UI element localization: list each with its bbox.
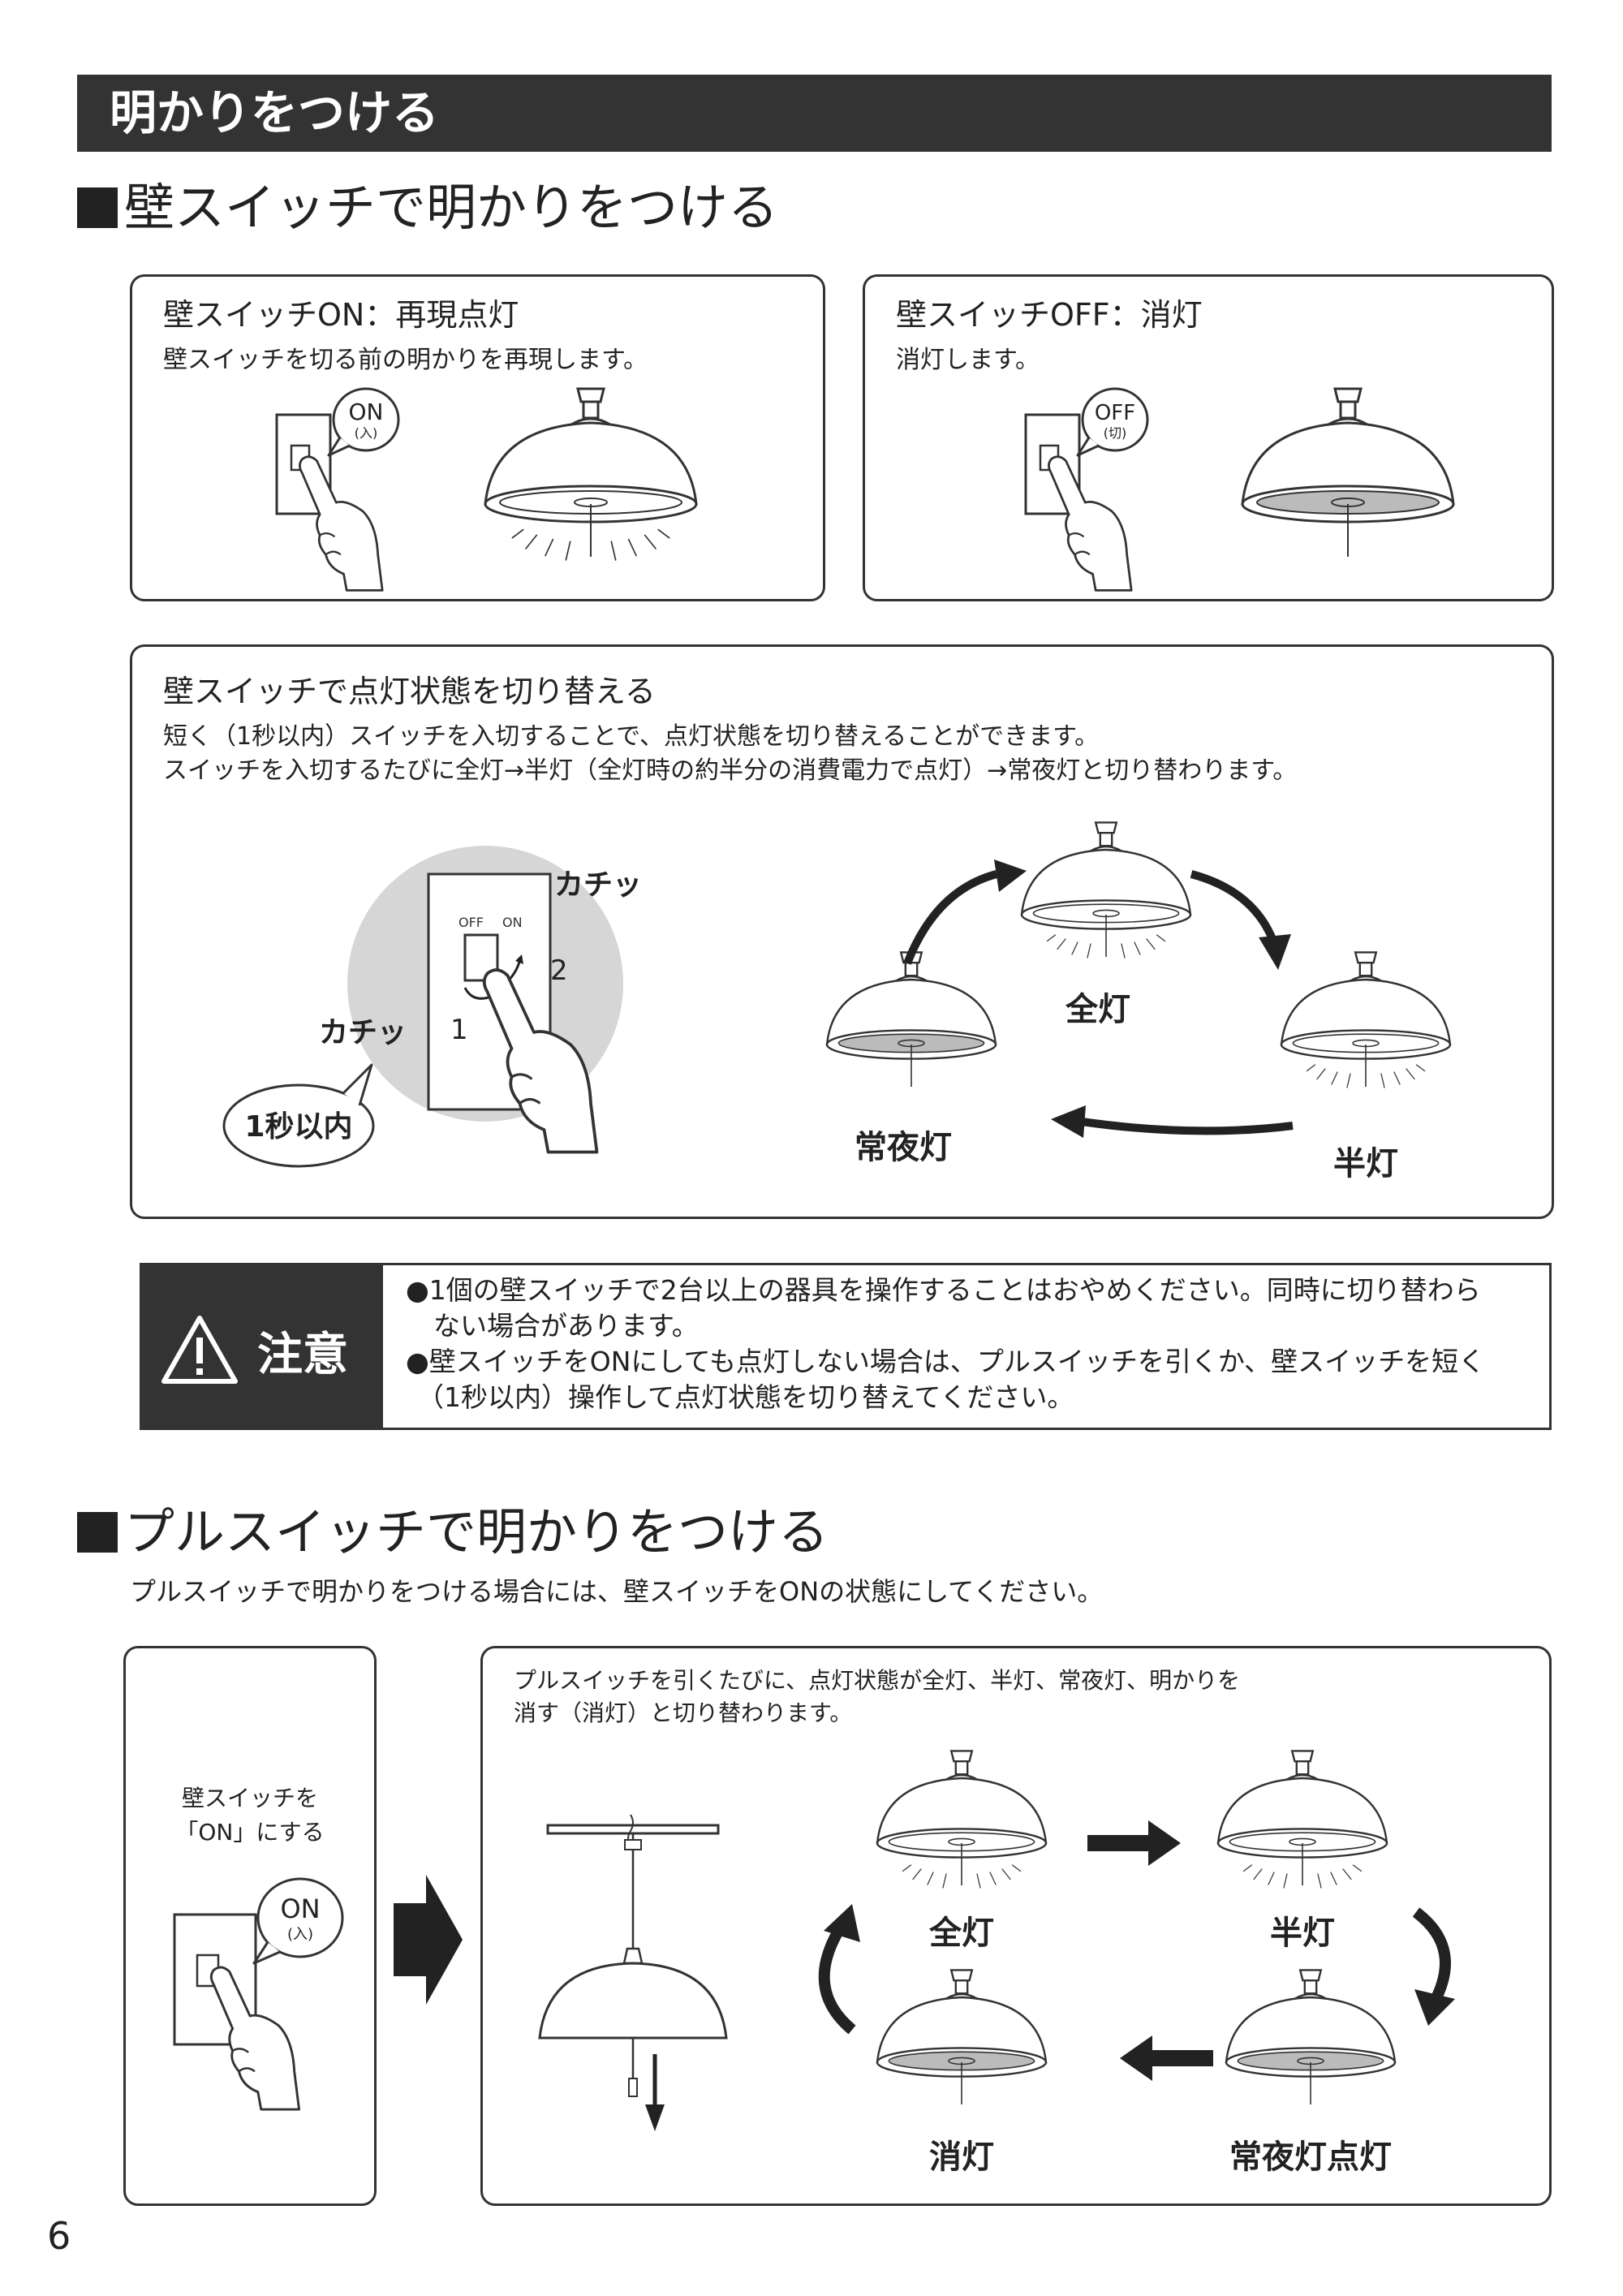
lamp-full	[1020, 821, 1192, 958]
mode-full-label: 全灯	[1065, 991, 1130, 1028]
pull-left-box: 壁スイッチを 「ON」にする ON (入)	[123, 1646, 377, 2206]
warning-triangle-icon	[161, 1316, 238, 1384]
mode-night-label: 常夜灯	[855, 1129, 952, 1166]
pull-switch-intro: プルスイッチで明かりをつける場合には、壁スイッチをONの状態にしてください。	[130, 1576, 1104, 1607]
off-bubble-main: OFF	[1095, 401, 1135, 425]
lamp-night	[825, 951, 997, 1088]
arrow-full-to-half	[1087, 1820, 1181, 1866]
arrow-night-to-full	[903, 870, 998, 965]
section-pull-switch-heading: プルスイッチで明かりをつける	[77, 1500, 829, 1565]
toggle-box-desc2: スイッチを入切するたびに全灯→半灯（全灯時の約半分の消費電力で点灯）→常夜灯と切…	[163, 756, 1298, 785]
switch-off-label: OFF	[458, 915, 484, 930]
caution-text: ●1個の壁スイッチで2台以上の器具を操作することはおやめください。同時に切り替わ…	[406, 1273, 1542, 1415]
on-bubble-main: ON	[349, 398, 384, 425]
time-bubble-label: 1秒以内	[244, 1110, 352, 1144]
lamp-full-icon	[876, 1750, 1048, 1887]
caution-line2: ない場合があります。	[433, 1310, 699, 1342]
lamp-night-icon	[825, 951, 997, 1088]
wall-switch-off-box: 壁スイッチOFF：消灯 消灯します。 OFF (切)	[863, 274, 1554, 601]
wall-switch-toggle-box: 壁スイッチで点灯状態を切り替える 短く（1秒以内）スイッチを入切することで、点灯…	[130, 644, 1554, 1219]
ceiling-lamp-icon	[484, 387, 698, 558]
on-box-title: 壁スイッチON：再現点灯	[163, 297, 519, 333]
wall-switch-off-illustration: OFF (切)	[1024, 387, 1149, 592]
pull-left-line1: 壁スイッチを	[181, 1785, 318, 1811]
page-banner: 明かりをつける	[77, 75, 1552, 152]
pull-mode-full-label: 全灯	[928, 1915, 994, 1952]
big-right-arrow-icon	[394, 1875, 463, 2005]
lamp-half	[1280, 951, 1452, 1088]
caution-line3: ●壁スイッチをONにしても点灯しない場合は、プルスイッチを引くか、壁スイッチを短…	[406, 1346, 1486, 1377]
step-2-label: 2	[550, 954, 568, 987]
ceiling-lamp-off-icon	[1241, 387, 1455, 558]
wall-switch-on-illustration: ON (入)	[275, 387, 400, 592]
pull-down-arrow-icon	[645, 2104, 665, 2131]
step-1-label: 1	[450, 1014, 468, 1046]
lamp-full-icon	[1020, 821, 1192, 958]
pull-cycle-diagram: 全灯 半灯 消灯 常夜灯点灯	[818, 1750, 1455, 2176]
mode-half-label: 半灯	[1333, 1145, 1398, 1182]
time-speech-bubble	[222, 1083, 375, 1168]
on-box-desc: 壁スイッチを切る前の明かりを再現します。	[163, 346, 648, 374]
pressing-hand-icon	[1048, 455, 1133, 592]
caution-line1: ●1個の壁スイッチで2台以上の器具を操作することはおやめください。同時に切り替わ…	[406, 1274, 1481, 1306]
toggle-box-desc1: 短く（1秒以内）スイッチを入切することで、点灯状態を切り替えることができます。	[163, 722, 1100, 751]
lamp-off-illustration	[1241, 387, 1455, 558]
pull-lamp-night	[1225, 1969, 1397, 2106]
switch-on-label: ON	[502, 915, 523, 930]
pull-mode-half-label: 半灯	[1270, 1915, 1335, 1952]
pull-mode-night-label: 常夜灯点灯	[1229, 2139, 1392, 2176]
banner-title: 明かりをつける	[110, 85, 440, 140]
on-speech-bubble	[256, 1877, 344, 1958]
toggle-switch-illustration: OFF ON カチッ 2 カチッ 1 1秒以内	[222, 846, 642, 1168]
arrow-night-to-off	[1120, 2035, 1213, 2081]
page-number: 6	[47, 2214, 71, 2258]
pull-on-bubble-sub: (入)	[287, 1926, 313, 1943]
section-wall-switch-heading: 壁スイッチで明かりをつける	[77, 175, 778, 240]
on-bubble-sub: (入)	[355, 425, 378, 441]
arrow-full-to-half	[1190, 870, 1276, 941]
lamp-night-icon	[1225, 1969, 1397, 2106]
toggle-cycle-diagram: 全灯 半灯 常夜灯	[825, 821, 1452, 1182]
arrow-half-to-night	[1081, 1118, 1294, 1135]
caution-label-area: 注意	[140, 1263, 383, 1430]
pull-knob	[628, 2078, 638, 2097]
pull-mode-off-label: 消灯	[929, 2139, 994, 2176]
pull-right-line1: プルスイッチを引くたびに、点灯状態が全灯、半灯、常夜灯、明かりを	[514, 1667, 1241, 1694]
pendant-shade	[538, 1962, 728, 2040]
off-bubble-sub: (切)	[1104, 425, 1127, 441]
caution-line4: （1秒以内）操作して点灯状態を切り替えてください。	[417, 1381, 1074, 1413]
toggle-box-title: 壁スイッチで点灯状態を切り替える	[163, 674, 656, 709]
arrow-half-to-night	[1412, 1907, 1451, 2009]
pull-right-line2: 消す（消灯）と切り替わります。	[514, 1699, 853, 1726]
pull-lamp-half	[1216, 1750, 1388, 1889]
click-label-left: カチッ	[319, 1016, 407, 1049]
pressing-hand-icon	[299, 455, 384, 592]
heading-square-icon	[77, 187, 118, 228]
off-box-desc: 消灯します。	[896, 346, 1040, 374]
caution-label: 注意	[257, 1329, 348, 1381]
heading-square-icon	[77, 1512, 118, 1553]
lamp-off-icon	[876, 1969, 1048, 2106]
on-speech-bubble	[332, 387, 400, 452]
pull-left-line2: 「ON」にする	[175, 1819, 325, 1846]
off-box-title: 壁スイッチOFF：消灯	[896, 297, 1203, 333]
pull-lamp-off	[876, 1969, 1048, 2106]
off-speech-bubble	[1081, 387, 1149, 452]
section-wall-switch-title: 壁スイッチで明かりをつける	[124, 178, 779, 237]
lamp-half-icon	[1280, 951, 1452, 1088]
pull-left-switch-illustration: ON (入)	[173, 1877, 344, 2111]
click-label-top: カチッ	[554, 868, 642, 902]
section-pull-switch-title: プルスイッチで明かりをつける	[124, 1502, 829, 1562]
pull-right-box: プルスイッチを引くたびに、点灯状態が全灯、半灯、常夜灯、明かりを 消す（消灯）と…	[480, 1646, 1552, 2206]
pull-on-bubble-main: ON	[280, 1893, 320, 1924]
pull-lamp-full	[876, 1750, 1048, 1889]
lamp-on-illustration	[484, 387, 698, 562]
arrow-off-to-full	[818, 1925, 856, 2035]
wall-switch-on-box: 壁スイッチON：再現点灯 壁スイッチを切る前の明かりを再現します。 ON (入)	[130, 274, 825, 601]
lamp-half-icon	[1216, 1750, 1388, 1887]
pendant-pull-illustration	[538, 1814, 728, 2131]
